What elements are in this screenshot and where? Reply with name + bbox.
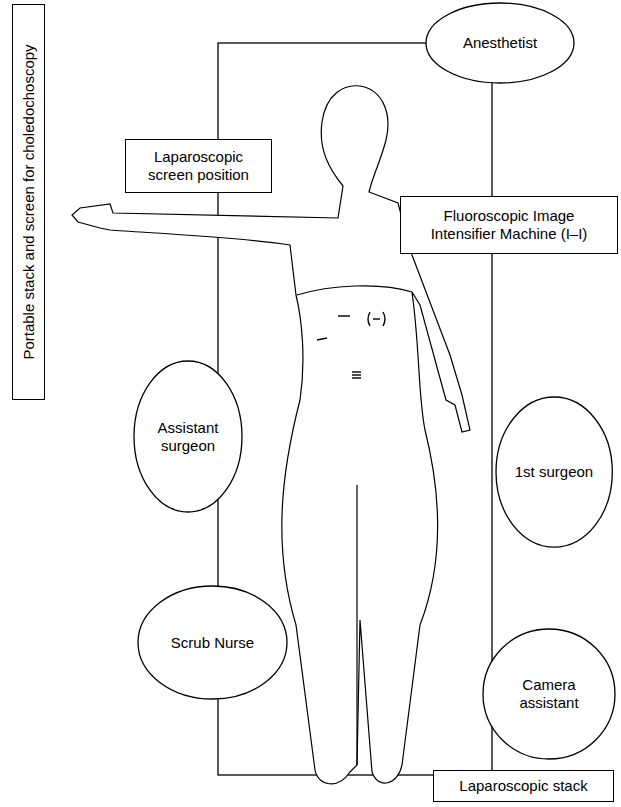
staff-ellipse: Anesthetist [425, 2, 575, 84]
node-label: Camera assistant [509, 676, 589, 712]
node-label: Anesthetist [440, 34, 560, 52]
staff-ellipse: Scrub Nurse [137, 585, 288, 700]
equipment-box: Laparoscopic stack [433, 770, 614, 802]
node-label: Laparoscopic screen position [134, 148, 264, 184]
leg-divide [356, 485, 357, 765]
node-label: 1st surgeon [502, 463, 606, 481]
ellipse-shape [138, 586, 287, 699]
node-label: Assistant surgeon [148, 419, 228, 455]
ellipse-shape [496, 397, 612, 547]
ellipse-shape [134, 361, 242, 512]
port-marks [317, 312, 385, 378]
ellipse-shape [426, 3, 574, 83]
staff-ellipse: Assistant surgeon [133, 360, 243, 513]
staff-ellipse: Camera assistant [482, 628, 616, 760]
equipment-box: Fluoroscopic Image Intensifier Machine (… [400, 196, 618, 254]
ellipse-shape [483, 629, 615, 759]
equipment-box: Portable stack and screen for choledocho… [12, 4, 45, 400]
node-label: Scrub Nurse [153, 634, 273, 652]
node-label: Laparoscopic stack [440, 777, 607, 795]
node-label: Fluoroscopic Image Intensifier Machine (… [409, 207, 609, 243]
waist-line [297, 286, 412, 295]
staff-ellipse: 1st surgeon [495, 396, 613, 548]
screen-box: Laparoscopic screen position [125, 139, 272, 193]
patient-outline [72, 86, 470, 784]
node-label: Portable stack and screen for choledocho… [20, 44, 38, 359]
